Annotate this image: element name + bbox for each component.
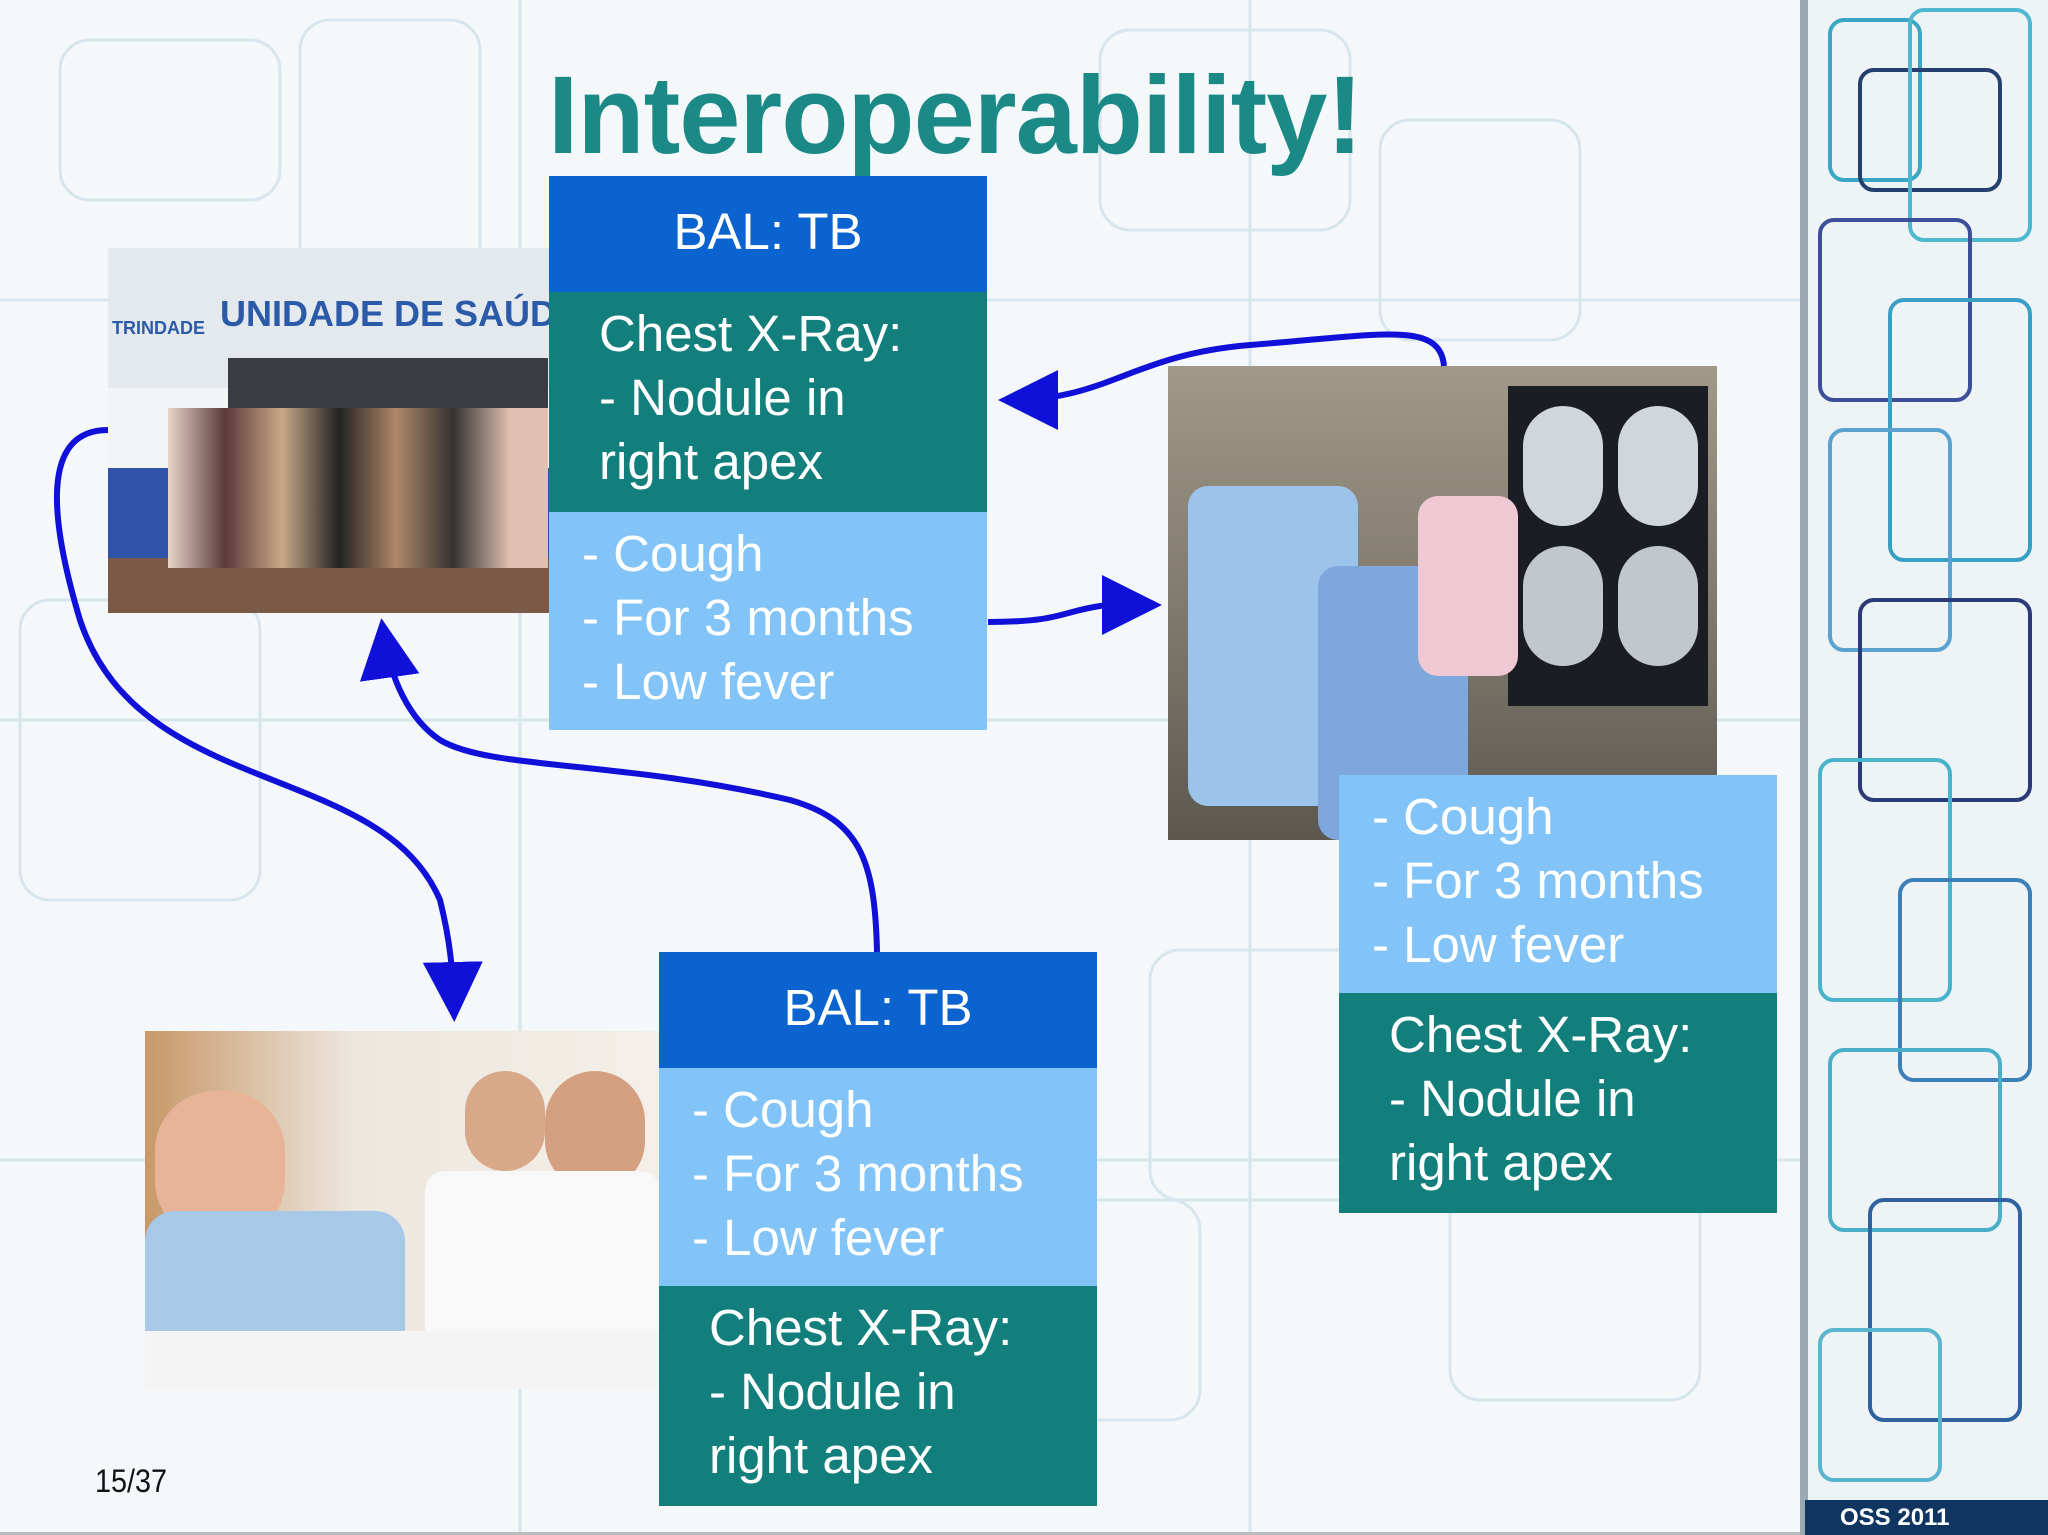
right-symptoms-box: - Cough - For 3 months - Low fever xyxy=(1339,775,1777,993)
top-symptoms-box: - Cough - For 3 months - Low fever xyxy=(549,512,987,730)
bottom-symptoms-box: - Cough - For 3 months - Low fever xyxy=(659,1068,1097,1286)
right-xray-box: Chest X-Ray: - Nodule in right apex xyxy=(1339,993,1777,1213)
bottom-bal-box: BAL: TB xyxy=(659,952,1097,1068)
clinic-photo: UNIDADE DE SAÚDE TRINDADE xyxy=(108,248,550,613)
page-number: 15/37 xyxy=(95,1463,168,1499)
bottom-xray-box: Chest X-Ray: - Nodule in right apex xyxy=(659,1286,1097,1506)
clinic-sign-small: TRINDADE xyxy=(112,318,205,338)
doctor-patient-photo xyxy=(145,1031,660,1389)
decorative-side-panel xyxy=(1800,0,2048,1535)
slide-title: Interoperability! xyxy=(547,54,1363,177)
clinic-sign-text: UNIDADE DE SAÚDE xyxy=(220,293,550,334)
radiology-photo xyxy=(1168,366,1717,840)
footer-divider xyxy=(0,1532,1800,1535)
top-xray-box: Chest X-Ray: - Nodule in right apex xyxy=(549,292,987,512)
conference-logo: OSS 2011 xyxy=(1840,1504,1950,1531)
crowd xyxy=(168,408,548,568)
footer-bar xyxy=(1805,1500,2048,1535)
top-bal-box: BAL: TB xyxy=(549,176,987,292)
